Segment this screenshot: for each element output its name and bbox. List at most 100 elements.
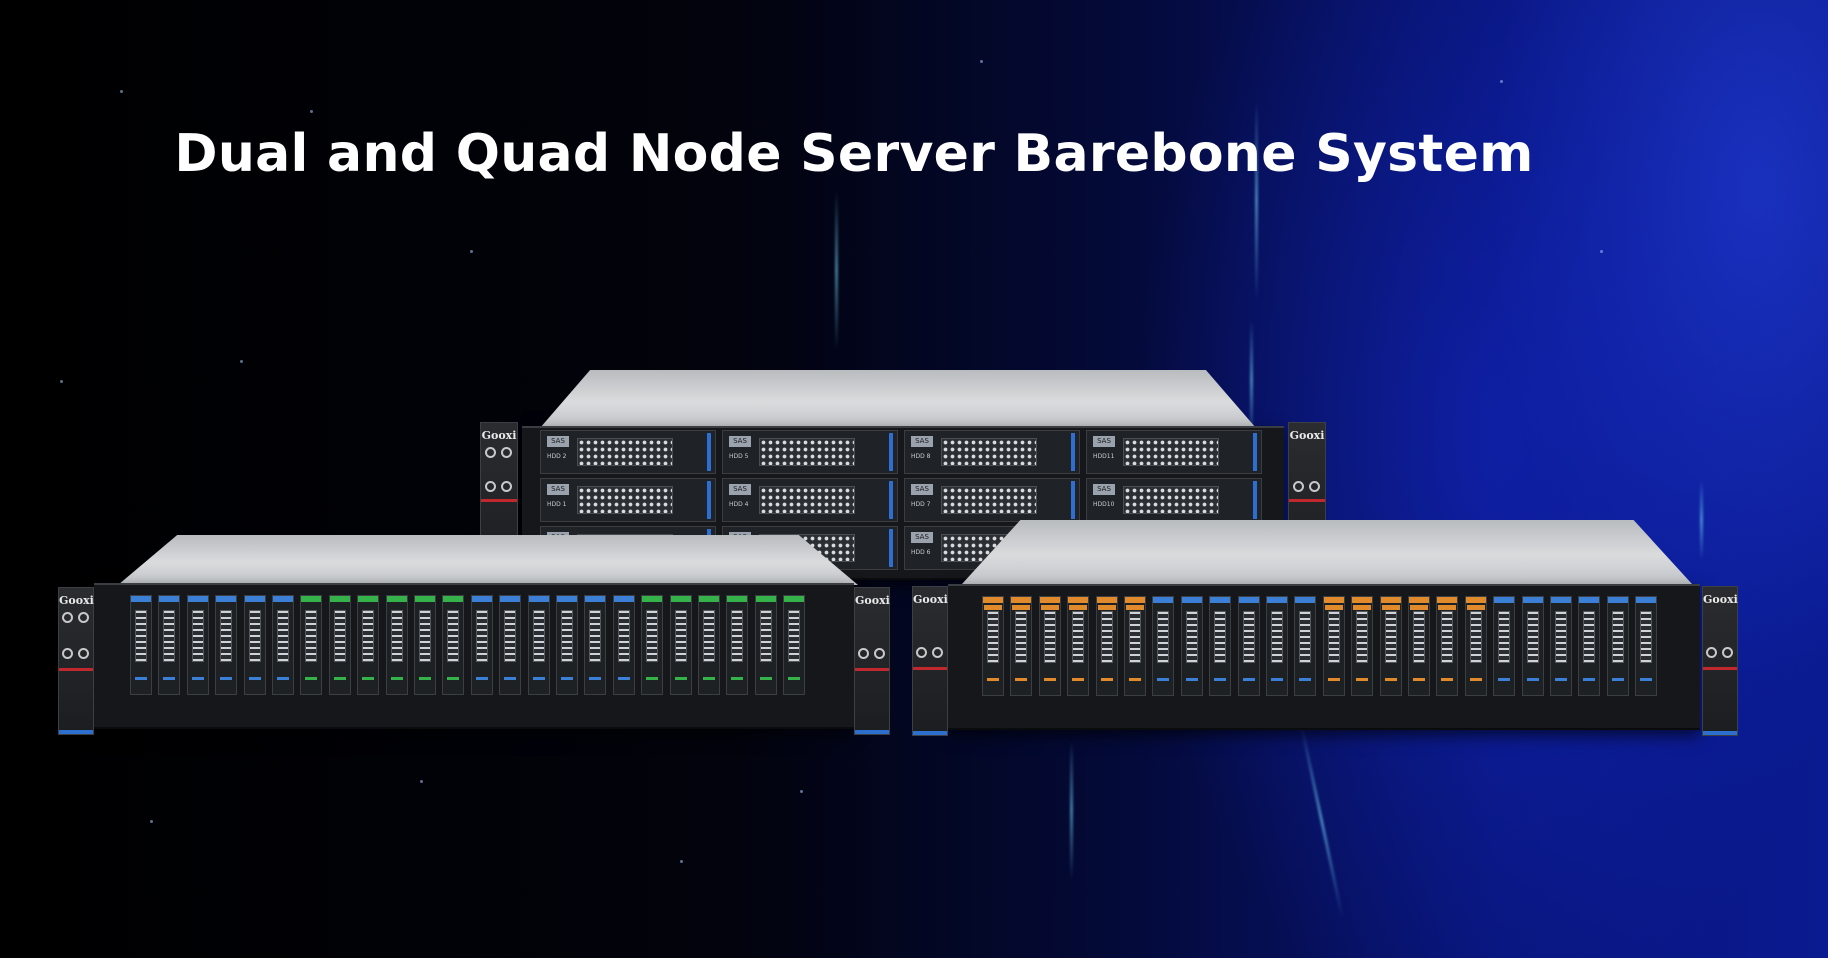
drive-bay[interactable]	[1038, 596, 1061, 696]
light-streak	[1070, 740, 1073, 880]
drive-bay[interactable]	[1010, 596, 1033, 696]
drive-bay[interactable]	[499, 595, 522, 695]
drive-bay[interactable]	[1550, 596, 1572, 696]
star-dot	[150, 820, 153, 823]
drive-bay[interactable]	[726, 595, 749, 695]
drive-bay[interactable]	[754, 595, 777, 695]
drive-bay-vent	[589, 610, 602, 662]
drive-bay[interactable]	[1521, 596, 1544, 696]
drive-bay[interactable]	[1464, 596, 1487, 696]
drive-bay[interactable]	[1635, 596, 1658, 696]
drive-bay[interactable]	[470, 595, 493, 695]
power-button[interactable]	[62, 612, 73, 623]
drive-bay[interactable]	[612, 595, 635, 695]
drive-bay[interactable]	[385, 595, 408, 695]
drive-bay[interactable]	[1493, 596, 1516, 696]
power-button[interactable]	[916, 647, 927, 658]
drive-bay-header	[1125, 597, 1145, 603]
drive-status-led	[390, 677, 403, 680]
drive-bay-vent	[1555, 611, 1567, 663]
uid-button[interactable]	[62, 648, 73, 659]
drive-bay[interactable]	[1606, 596, 1629, 696]
uid-button[interactable]	[485, 481, 496, 492]
drive-bay[interactable]	[584, 595, 607, 695]
drive-bay[interactable]	[1124, 596, 1146, 696]
drive-bay[interactable]	[442, 595, 465, 695]
drive-bay[interactable]	[1578, 596, 1601, 696]
reset-button[interactable]	[1722, 647, 1733, 658]
drive-bay[interactable]	[1379, 596, 1402, 696]
power-button[interactable]	[858, 648, 869, 659]
drive-bay[interactable]	[186, 595, 209, 695]
drive-bay[interactable]	[243, 595, 266, 695]
drive-bay[interactable]	[1067, 596, 1090, 696]
drive-bay[interactable]	[300, 595, 323, 695]
drive-bay[interactable]	[328, 595, 351, 695]
power-button[interactable]	[485, 447, 496, 458]
id-button[interactable]	[78, 648, 89, 659]
drive-release-latch[interactable]	[889, 433, 893, 471]
drive-status-led	[759, 677, 772, 680]
drive-bay[interactable]	[698, 595, 720, 695]
power-button[interactable]	[1706, 647, 1717, 658]
drive-bay[interactable]	[1266, 596, 1288, 696]
nvme-tag	[1466, 605, 1485, 610]
drive-release-latch[interactable]	[1253, 481, 1257, 519]
drive-bay[interactable]	[1209, 596, 1232, 696]
drive-bay-vent	[987, 611, 999, 663]
drive-release-latch[interactable]	[1071, 481, 1075, 519]
drive-bay[interactable]	[527, 595, 550, 695]
drive-bay[interactable]	[158, 595, 181, 695]
drive-bay[interactable]	[1237, 596, 1260, 696]
drive-status-led	[475, 677, 488, 680]
drive-bay[interactable]	[1408, 596, 1430, 696]
reset-button[interactable]	[78, 612, 89, 623]
drive-bay-vent	[1384, 611, 1397, 663]
nvme-tag	[1126, 605, 1144, 610]
drive-bay-header	[244, 596, 265, 602]
drive-bay[interactable]	[1152, 596, 1175, 696]
id-button[interactable]	[501, 481, 512, 492]
drive-bay[interactable]	[272, 595, 294, 695]
drive-bay-vent	[1242, 611, 1255, 663]
drive-bay[interactable]	[669, 595, 692, 695]
drive-bay-vent	[703, 610, 715, 662]
drive-bay[interactable]	[130, 595, 152, 695]
drive-bay[interactable]	[1095, 596, 1118, 696]
drive-release-latch[interactable]	[889, 529, 893, 567]
reset-button[interactable]	[874, 648, 885, 659]
drive-release-latch[interactable]	[707, 433, 711, 471]
drive-bay[interactable]	[215, 595, 238, 695]
drive-release-latch[interactable]	[707, 481, 711, 519]
drive-bay-vent	[1640, 611, 1653, 663]
drive-bay[interactable]	[1180, 596, 1203, 696]
nvme-tag	[1381, 605, 1400, 610]
drive-bay[interactable]	[982, 596, 1004, 696]
drive-bay[interactable]	[783, 595, 806, 695]
drive-bay[interactable]	[1294, 596, 1317, 696]
drive-bay[interactable]	[641, 595, 664, 695]
drive-bay[interactable]	[1351, 596, 1374, 696]
power-button[interactable]	[1293, 481, 1304, 492]
drive-bay[interactable]	[1436, 596, 1459, 696]
reset-button[interactable]	[932, 647, 943, 658]
drive-bay[interactable]	[1322, 596, 1345, 696]
drive-release-latch[interactable]	[889, 481, 893, 519]
drive-release-latch[interactable]	[1253, 433, 1257, 471]
drive-status-led	[248, 677, 261, 680]
drive-release-latch[interactable]	[1071, 433, 1075, 471]
drive-bay[interactable]	[414, 595, 436, 695]
star-dot	[240, 360, 243, 363]
reset-button[interactable]	[501, 447, 512, 458]
drive-bay[interactable]	[357, 595, 380, 695]
drive-bay[interactable]	[556, 595, 578, 695]
reset-button[interactable]	[1309, 481, 1320, 492]
